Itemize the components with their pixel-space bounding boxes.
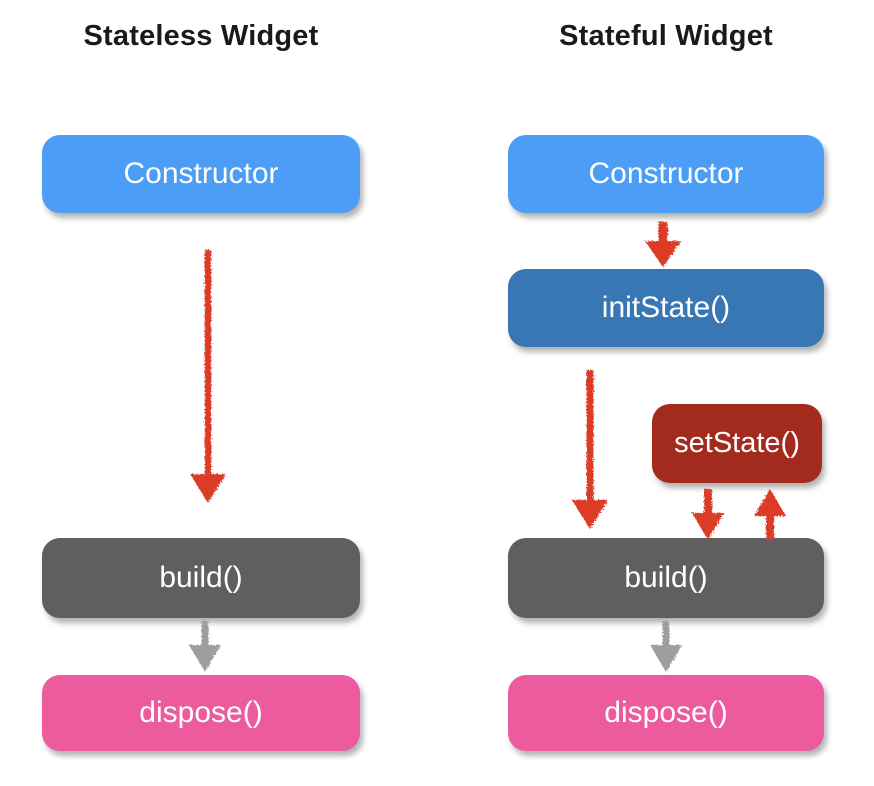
stateful-widget-title: Stateful Widget	[559, 20, 773, 52]
stateless-dispose-box: dispose()	[42, 675, 360, 751]
stateless-build-box: build()	[42, 538, 360, 618]
stateless-constructor-label: Constructor	[123, 157, 279, 190]
stateful-dispose-box: dispose()	[508, 675, 824, 751]
stateful-setstate-label: setState()	[674, 427, 800, 459]
stateless-constructor-box: Constructor	[42, 135, 360, 213]
arrow-head-down-icon	[645, 241, 681, 267]
stateful-constructor-label: Constructor	[588, 157, 744, 190]
stateful-dispose-label: dispose()	[604, 696, 728, 729]
arrow-head-down-icon	[692, 513, 724, 540]
stateful-initstate-label: initState()	[601, 291, 731, 324]
arrow-stateful-constructor-to-initstate	[645, 222, 681, 267]
stateful-setstate-box: setState()	[652, 404, 822, 483]
arrow-head-down-icon	[190, 474, 226, 503]
stateful-initstate-box: initState()	[508, 269, 824, 347]
arrow-head-up-icon	[754, 489, 786, 516]
stateless-build-label: build()	[159, 561, 243, 594]
arrow-head-down-icon	[572, 500, 608, 529]
arrow-build-to-setstate	[754, 489, 786, 540]
stateless-widget-title: Stateless Widget	[83, 20, 319, 52]
stateful-build-box: build()	[508, 538, 824, 618]
stateful-build-label: build()	[624, 561, 708, 594]
arrow-stateful-build-to-dispose	[650, 621, 682, 672]
arrow-head-down-icon	[189, 645, 221, 672]
arrow-setstate-to-build	[692, 489, 724, 540]
arrow-stateless-build-to-dispose	[189, 621, 221, 672]
arrow-stateful-initstate-to-build	[572, 370, 608, 529]
arrow-head-down-icon	[650, 645, 682, 672]
stateless-dispose-label: dispose()	[139, 696, 263, 729]
arrow-stateless-constructor-to-build	[190, 250, 226, 503]
stateful-constructor-box: Constructor	[508, 135, 824, 213]
